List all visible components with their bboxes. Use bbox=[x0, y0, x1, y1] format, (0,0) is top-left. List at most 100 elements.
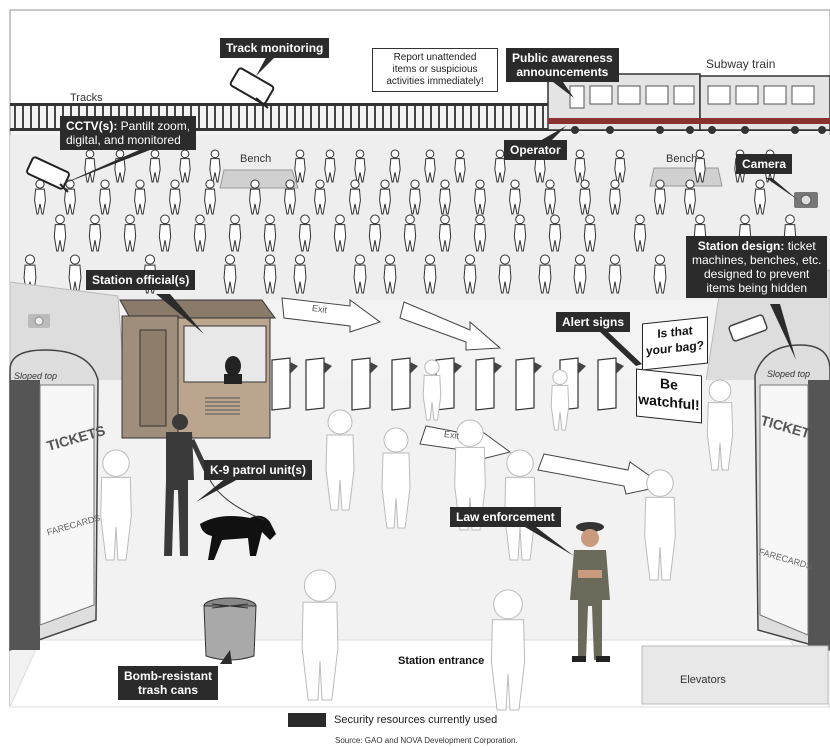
bomb-resistant-trash-can bbox=[203, 597, 257, 661]
tracks-label: Tracks bbox=[70, 92, 103, 104]
person-figure bbox=[84, 149, 96, 183]
callout-track-monitoring: Track monitoring bbox=[220, 38, 330, 58]
callout-line: Bomb-resistant bbox=[124, 669, 213, 683]
person-figure bbox=[158, 214, 172, 252]
person-figure bbox=[223, 254, 237, 294]
person-figure bbox=[333, 214, 347, 252]
bench-left-label: Bench bbox=[240, 153, 272, 165]
callout-line: digital, and monitored bbox=[66, 133, 181, 147]
person-figure bbox=[684, 179, 696, 215]
callout-law-enforcement: Law enforcement bbox=[450, 507, 561, 527]
person-figure bbox=[383, 254, 397, 294]
person-figure bbox=[249, 179, 261, 215]
fare-gate bbox=[305, 357, 325, 411]
callout-pointers bbox=[58, 54, 798, 664]
person-figure bbox=[653, 254, 667, 294]
fare-gate-paddle bbox=[616, 362, 624, 374]
person-figure bbox=[263, 254, 277, 294]
k9-officer bbox=[164, 414, 209, 556]
person-figure bbox=[379, 179, 391, 215]
elevators-label: Elevators bbox=[680, 674, 726, 686]
fare-gate-paddle bbox=[494, 362, 502, 374]
person-figure bbox=[473, 214, 487, 252]
person-figure bbox=[614, 149, 626, 183]
alert-sign-bag: Is that your bag? bbox=[642, 316, 708, 371]
fare-gate-paddle bbox=[324, 362, 332, 374]
callout-line: announcements bbox=[516, 65, 609, 79]
subway-train bbox=[547, 73, 830, 134]
callout-bomb-resistant: Bomb-resistant trash cans bbox=[118, 666, 219, 700]
exit-arrow-label: Exit bbox=[443, 429, 460, 441]
person-figure bbox=[209, 149, 221, 183]
callout-line: machines, benches, etc. bbox=[692, 253, 822, 267]
person-figure bbox=[583, 214, 597, 252]
person-figure bbox=[123, 214, 137, 252]
person-figure bbox=[325, 409, 355, 511]
person-figure bbox=[574, 149, 586, 183]
callout-line: ticket bbox=[787, 239, 816, 253]
track-monitoring-camera bbox=[229, 67, 275, 109]
callout-bold: Station design: bbox=[697, 239, 785, 253]
person-figure bbox=[88, 214, 102, 252]
crowd bbox=[23, 149, 797, 294]
person-figure bbox=[548, 214, 562, 252]
person-figure bbox=[368, 214, 382, 252]
person-figure bbox=[114, 149, 126, 183]
exit-arrow-label: Exit bbox=[311, 303, 328, 315]
person-figure bbox=[494, 149, 506, 183]
station-entrance-label: Station entrance bbox=[398, 655, 485, 667]
person-figure bbox=[754, 179, 766, 215]
wall-camera-left bbox=[28, 314, 50, 328]
person-figure bbox=[654, 179, 666, 215]
alert-sign-watchful: Be watchful! bbox=[636, 368, 702, 424]
person-figure bbox=[99, 179, 111, 215]
fare-gate bbox=[391, 357, 411, 411]
person-figure bbox=[53, 214, 67, 252]
person-figure bbox=[353, 254, 367, 294]
person-figure bbox=[193, 214, 207, 252]
legend-swatch bbox=[288, 713, 326, 727]
person-figure bbox=[354, 149, 366, 183]
person-figure bbox=[284, 179, 296, 215]
person-figure bbox=[403, 214, 417, 252]
report-note: Report unattended items or suspicious ac… bbox=[372, 48, 498, 92]
person-figure bbox=[439, 179, 451, 215]
person-figure bbox=[423, 254, 437, 294]
fare-gate bbox=[351, 357, 371, 411]
person-figure bbox=[474, 179, 486, 215]
camera-device bbox=[794, 192, 818, 208]
person-figure bbox=[644, 469, 676, 581]
callout-line: Pantilt zoom, bbox=[120, 119, 191, 133]
fare-gate-paddle bbox=[534, 362, 542, 374]
person-figure bbox=[579, 179, 591, 215]
callout-line: Public awareness bbox=[512, 51, 613, 65]
person-figure bbox=[409, 179, 421, 215]
person-figure bbox=[349, 179, 361, 215]
callout-operator: Operator bbox=[504, 140, 567, 160]
platform bbox=[10, 135, 830, 300]
person-figure bbox=[179, 149, 191, 183]
person-figure bbox=[694, 149, 706, 183]
fare-gate bbox=[597, 357, 617, 411]
person-figure bbox=[573, 254, 587, 294]
person-figure bbox=[389, 149, 401, 183]
person-figure bbox=[100, 449, 132, 561]
fare-gate-paddle bbox=[290, 362, 298, 374]
legend-text: Security resources currently used bbox=[334, 714, 498, 726]
sloped-top-right-label: Sloped top bbox=[767, 369, 811, 379]
person-figure bbox=[228, 214, 242, 252]
note-line: Report unattended bbox=[393, 52, 477, 63]
person-figure bbox=[381, 427, 411, 529]
note-line: activities immediately! bbox=[386, 76, 484, 87]
note-line: items or suspicious bbox=[392, 64, 478, 75]
person-figure bbox=[544, 179, 556, 215]
person-figure bbox=[509, 179, 521, 215]
ticket-machine-left bbox=[9, 349, 99, 652]
fare-gate bbox=[515, 357, 535, 411]
cctv-camera bbox=[26, 156, 70, 193]
exit-arrows bbox=[281, 297, 666, 495]
person-figure bbox=[293, 254, 307, 294]
callout-line: designed to prevent bbox=[703, 267, 810, 281]
bench-right-label: Bench bbox=[666, 153, 698, 165]
